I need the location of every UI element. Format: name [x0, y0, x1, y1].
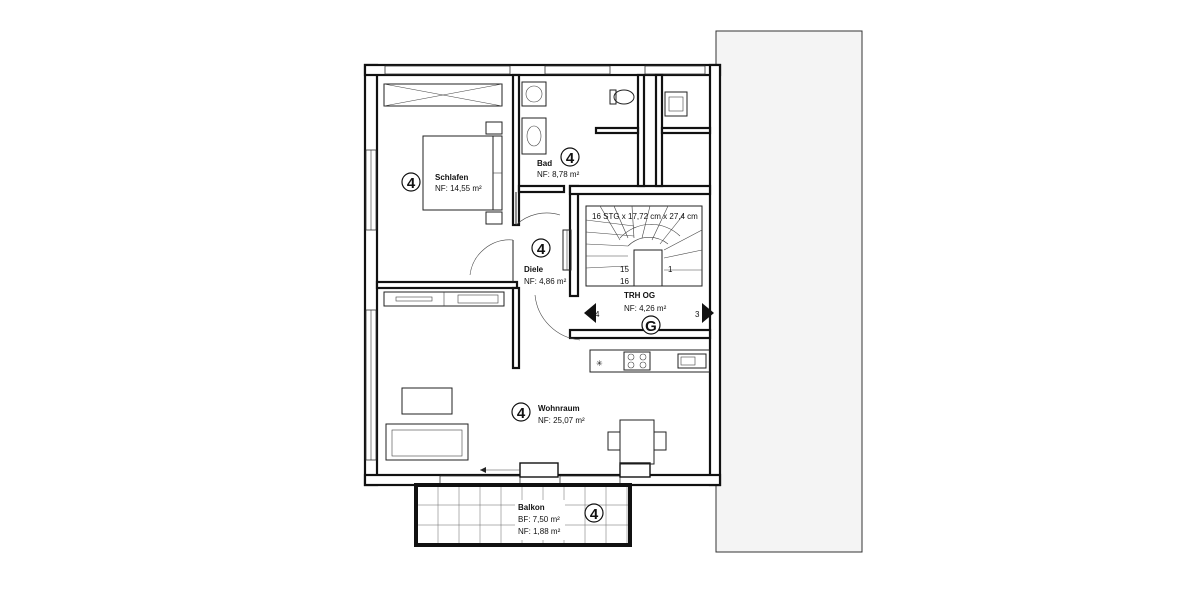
badge-wohnraum: 4: [517, 405, 526, 422]
room-area-treppenhaus: NF: 4,26 m²: [624, 304, 667, 313]
room-area-balkon-bf: BF: 7,50 m²: [518, 515, 560, 524]
stair-step-15: 15: [620, 265, 629, 274]
badge-balkon: 4: [590, 506, 599, 523]
diele-doors: [469, 192, 581, 341]
badge-diele: 4: [537, 241, 546, 258]
arrow-right-icon: [702, 303, 714, 323]
windows: [365, 65, 706, 485]
room-name-treppenhaus: TRH OG: [624, 291, 655, 300]
cooktop: [623, 351, 651, 371]
room-name-schlafen: Schlafen: [435, 173, 468, 182]
room-name-balkon: Balkon: [518, 503, 545, 512]
arrow-left-icon: [584, 303, 596, 323]
stair-spec: 16 STG x 17,72 cm x 27,4 cm: [592, 212, 698, 221]
living-furniture: [383, 291, 667, 473]
stair-step-1: 1: [668, 265, 673, 274]
interior-walls: [375, 73, 712, 370]
room-area-bad: NF: 8,78 m²: [537, 170, 580, 179]
washing-machine: [521, 81, 547, 107]
kitchen: ✳: [589, 349, 711, 373]
room-name-bad: Bad: [537, 159, 552, 168]
badge-bad: 4: [566, 150, 575, 167]
neighbor-building: [715, 30, 863, 553]
room-label-diele: 4 Diele NF: 4,86 m²: [524, 238, 567, 286]
arrow-left-label: 4: [595, 310, 600, 319]
stair-step-16: 16: [620, 277, 629, 286]
sofa: [385, 423, 469, 461]
tv-board: [401, 387, 453, 415]
room-label-bad: 4 Bad NF: 8,78 m²: [537, 147, 580, 179]
room-label-treppenhaus: TRH OG NF: 4,26 m² G 4 3 16 STG x 17,72 …: [592, 212, 700, 335]
dining-table: [619, 419, 655, 465]
badge-treppenhaus: G: [645, 318, 657, 335]
room-area-balkon-nf: NF: 1,88 m²: [518, 527, 561, 536]
kitchen-sink: [677, 353, 707, 369]
toilet: [609, 89, 617, 105]
fridge-icon: ✳: [596, 359, 603, 368]
bedroom-furniture: [383, 83, 503, 225]
room-label-balkon: Balkon BF: 7,50 m² NF: 1,88 m² 4: [515, 500, 604, 540]
staircase: [584, 205, 714, 323]
room-name-diele: Diele: [524, 265, 544, 274]
bath-fixtures: [521, 81, 688, 155]
sink-shaft: [664, 91, 688, 117]
washbasin: [521, 117, 547, 155]
room-area-schlafen: NF: 14,55 m²: [435, 184, 482, 193]
room-area-wohnraum: NF: 25,07 m²: [538, 416, 585, 425]
badge-schlafen: 4: [407, 175, 416, 192]
arrow-right-label: 3: [695, 310, 700, 319]
room-label-schlafen: 4 Schlafen NF: 14,55 m²: [401, 172, 482, 193]
room-area-diele: NF: 4,86 m²: [524, 277, 567, 286]
room-label-wohnraum: 4 Wohnraum NF: 25,07 m²: [511, 402, 585, 425]
room-name-wohnraum: Wohnraum: [538, 404, 580, 413]
